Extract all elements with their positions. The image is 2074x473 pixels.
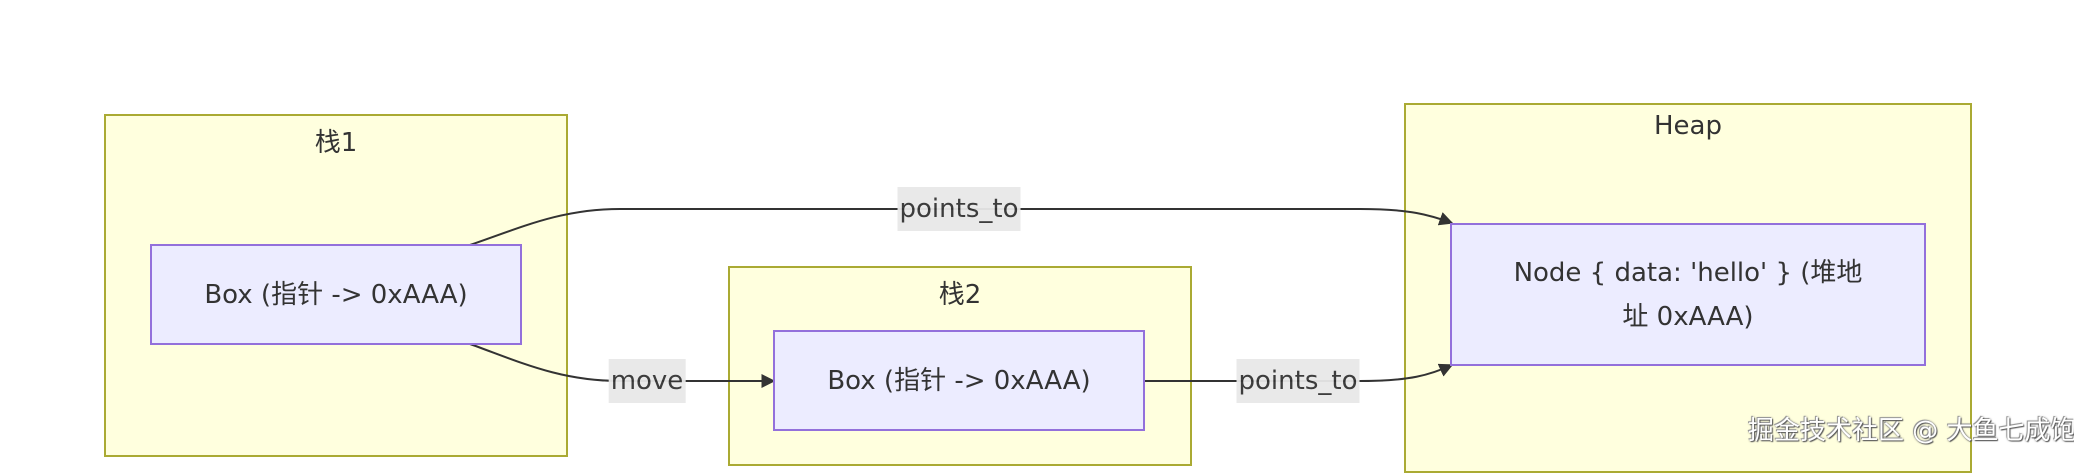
- edge-box1-to-heap: [469, 208, 1454, 246]
- node-heap[interactable]: Node { data: 'hello' } (堆地址 0xAAA): [1450, 223, 1926, 366]
- node-box-stack2-label: Box (指针 -> 0xAAA): [827, 365, 1091, 396]
- node-box-stack2[interactable]: Box (指针 -> 0xAAA): [773, 330, 1145, 431]
- watermark: 掘金技术社区 @ 大鱼七成饱: [1748, 416, 2074, 446]
- edge-label-points-to-top: points_to: [897, 187, 1021, 231]
- cluster-stack1-title: 栈1: [314, 128, 358, 158]
- edge-label-move: move: [608, 359, 686, 403]
- cluster-stack2-title: 栈2: [938, 280, 982, 310]
- cluster-heap-title: Heap: [1654, 111, 1722, 141]
- edge-box2-to-heap: [1144, 363, 1454, 382]
- node-box-stack1-label: Box (指针 -> 0xAAA): [204, 279, 468, 310]
- node-heap-label: Node { data: 'hello' } (堆地址 0xAAA): [1513, 257, 1863, 332]
- edge-label-points-to-bottom: points_to: [1236, 359, 1360, 403]
- node-box-stack1[interactable]: Box (指针 -> 0xAAA): [150, 244, 522, 345]
